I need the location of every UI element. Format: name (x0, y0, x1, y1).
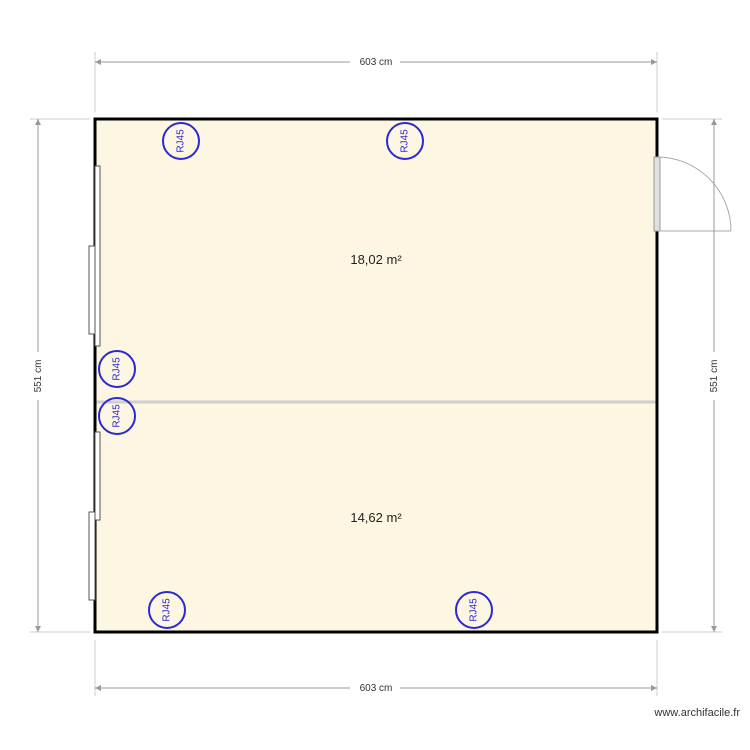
rj45-outlet[interactable]: RJ45 (148, 591, 186, 629)
dimension-bottom-label: 603 cm (360, 683, 393, 694)
rj45-outlet[interactable]: RJ45 (162, 122, 200, 160)
dimension-left-label: 551 cm (33, 360, 44, 393)
svg-text:RJ45: RJ45 (112, 404, 123, 428)
window-left-lower (88, 431, 101, 601)
svg-text:RJ45: RJ45 (176, 129, 187, 153)
dimension-top-label: 603 cm (360, 57, 393, 68)
svg-text:RJ45: RJ45 (162, 598, 173, 622)
room-area-lower: 14,62 m² (350, 510, 402, 525)
watermark[interactable]: www.archifacile.fr (653, 707, 740, 719)
window-left-upper (88, 165, 101, 347)
rj45-outlet[interactable]: RJ45 (98, 350, 136, 388)
rj45-outlet[interactable]: RJ45 (98, 397, 136, 435)
dimension-right: 551 cm (662, 118, 722, 633)
dimension-top: 603 cm (94, 52, 658, 112)
outer-walls (93, 117, 659, 634)
rj45-outlet[interactable]: RJ45 (455, 591, 493, 629)
rj45-outlet[interactable]: RJ45 (386, 122, 424, 160)
room-area-upper: 18,02 m² (350, 252, 402, 267)
room-floor (95, 119, 657, 632)
svg-text:RJ45: RJ45 (469, 598, 480, 622)
svg-text:RJ45: RJ45 (400, 129, 411, 153)
svg-text:RJ45: RJ45 (112, 357, 123, 381)
dimension-left: 551 cm (30, 118, 90, 633)
dimension-bottom: 603 cm (94, 640, 658, 696)
door-right (653, 156, 732, 232)
dimension-right-label: 551 cm (709, 360, 720, 393)
